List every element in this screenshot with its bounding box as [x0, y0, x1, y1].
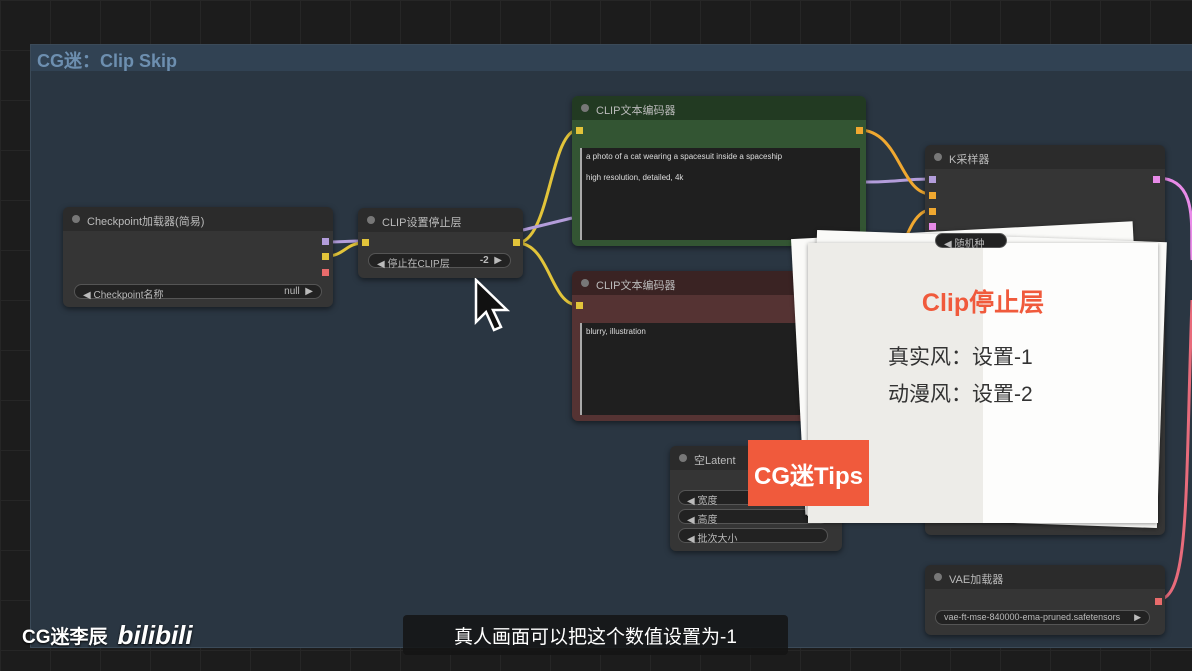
widget-label: 停止在CLIP层 — [387, 259, 450, 270]
node-title: Checkpoint加载器(简易) — [63, 207, 333, 231]
group-title: CG迷：Clip Skip — [31, 45, 1192, 71]
widget-value: -2 — [479, 255, 489, 266]
link-pos-ks — [858, 128, 932, 196]
output-conditioning[interactable] — [856, 127, 863, 134]
watermark-author: CG迷李辰 — [22, 627, 108, 648]
watermark: CG迷李辰 bilibili — [22, 620, 193, 651]
tip-line: 真实风：设置-1 — [888, 346, 1033, 369]
mouse-cursor-icon — [474, 278, 511, 332]
output-latent[interactable] — [1153, 176, 1160, 183]
output-clip[interactable] — [513, 239, 520, 246]
vae-loader-node[interactable]: VAE加载器 vae-ft-mse-840000-ema-pruned.safe… — [925, 565, 1165, 635]
widget-label: Checkpoint名称 — [93, 290, 164, 301]
link-clip-neg — [516, 241, 579, 307]
node-title: CLIP文本编码器 — [572, 96, 866, 120]
tip-title: Clip停止层 — [921, 289, 1045, 317]
stop-at-clip-layer-widget[interactable]: ◀ 停止在CLIP层-2 ▶ — [368, 253, 511, 270]
height-widget[interactable]: ◀ 高度 — [678, 509, 828, 526]
link-clip-pos — [516, 128, 579, 245]
clip-text-encode-positive-node[interactable]: CLIP文本编码器 a photo of a cat wearing a spa… — [572, 96, 866, 246]
node-title: K采样器 — [925, 145, 1165, 169]
output-vae[interactable] — [1155, 598, 1162, 605]
output-model[interactable] — [322, 238, 329, 245]
node-title: VAE加载器 — [925, 565, 1165, 589]
prompt-textarea[interactable]: a photo of a cat wearing a spacesuit ins… — [580, 148, 860, 240]
link-vae — [1156, 299, 1192, 602]
widget-value: null — [284, 286, 300, 297]
input-positive[interactable] — [929, 192, 936, 199]
widget-label: 批次大小 — [697, 534, 738, 545]
input-clip[interactable] — [576, 302, 583, 309]
input-negative[interactable] — [929, 208, 936, 215]
input-clip[interactable] — [362, 239, 369, 246]
input-latent[interactable] — [929, 223, 936, 230]
input-model[interactable] — [929, 176, 936, 183]
tips-badge: CG迷Tips — [748, 440, 869, 506]
clip-set-last-layer-node[interactable]: CLIP设置停止层 ◀ 停止在CLIP层-2 ▶ — [358, 208, 523, 278]
input-clip[interactable] — [576, 127, 583, 134]
batch-size-widget[interactable]: ◀ 批次大小 — [678, 528, 828, 545]
widget-label: 高度 — [697, 515, 718, 526]
widget-label: 宽度 — [697, 496, 718, 507]
link-model-ks — [522, 177, 932, 232]
node-title: CLIP设置停止层 — [358, 208, 523, 232]
seed-widget[interactable]: ◀ 随机种 — [935, 233, 1007, 250]
output-vae[interactable] — [322, 269, 329, 276]
widget-value: vae-ft-mse-840000-ema-pruned.safetensors — [944, 612, 1121, 622]
vae-name-widget[interactable]: vae-ft-mse-840000-ema-pruned.safetensors… — [935, 610, 1150, 625]
bilibili-logo: bilibili — [117, 620, 193, 650]
subtitle: 真人画面可以把这个数值设置为-1 — [403, 615, 788, 655]
widget-label: 随机种 — [954, 239, 985, 250]
output-clip[interactable] — [322, 253, 329, 260]
tip-line: 动漫风：设置-2 — [888, 383, 1033, 406]
